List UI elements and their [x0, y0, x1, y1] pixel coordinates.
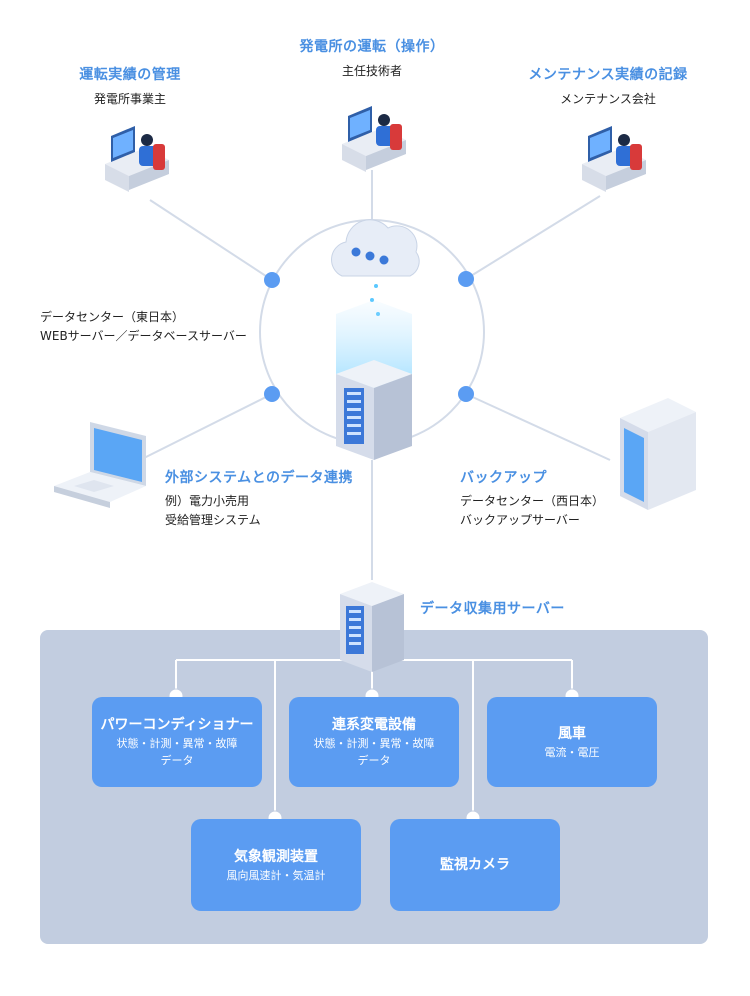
box-detail: 電流・電圧 [544, 745, 600, 759]
box-title: 連系変電設備 [332, 717, 416, 733]
backup-title: バックアップ [460, 470, 547, 486]
device-panel [40, 630, 708, 944]
spoke-top-left [149, 199, 273, 281]
box-title: 風車 [558, 725, 586, 742]
substation-box: 連系変電設備 状態・計測・異常・故障 データ [289, 697, 459, 787]
node-dot [264, 272, 280, 288]
box-detail: データ [357, 754, 391, 767]
management-role: 発電所事業主 [93, 92, 167, 106]
backup-server-label: バックアップサーバー [460, 513, 580, 527]
datacenter-east-servers: WEBサーバー／データベースサーバー [40, 329, 247, 343]
workstation-icon [105, 126, 169, 192]
operation-role: 主任技術者 [341, 64, 403, 78]
maintenance-role: メンテナンス会社 [560, 92, 656, 106]
external-link-title: 外部システムとのデータ連携 [165, 470, 353, 486]
datacenter-east-label: データセンター（東日本） [40, 310, 185, 324]
box-title: 気象観測装置 [234, 848, 318, 865]
management-title: 運転実績の管理 [79, 67, 181, 83]
weather-station-box: 気象観測装置 風向風速計・気温計 [191, 819, 361, 911]
cloud-server-icon [331, 219, 420, 460]
external-system: 受給管理システム [165, 513, 261, 527]
box-detail: データ [160, 754, 194, 767]
external-example: 例）電力小売用 [165, 494, 250, 508]
collection-server-icon [340, 582, 404, 672]
spoke-bottom-left [139, 393, 273, 461]
box-title: パワーコンディショナー [100, 717, 254, 733]
node-dot [458, 271, 474, 287]
collection-server-title: データ収集用サーバー [420, 601, 565, 617]
maintenance-title: メンテナンス実績の記録 [528, 67, 688, 83]
node-dot [264, 386, 280, 402]
node-dot [458, 386, 474, 402]
box-detail: 状態・計測・異常・故障 [116, 737, 238, 750]
spoke-bottom-right [465, 393, 611, 461]
box-detail: 風向風速計・気温計 [226, 868, 326, 882]
backup-datacenter: データセンター（西日本） [460, 494, 605, 508]
laptop-icon [54, 422, 146, 508]
operation-title: 発電所の運転（操作） [299, 39, 445, 55]
spoke-top-right [465, 195, 601, 280]
workstation-icon [342, 106, 406, 172]
box-title: 監視カメラ [440, 857, 510, 873]
box-detail: 状態・計測・異常・故障 [313, 737, 435, 750]
camera-box: 監視カメラ [390, 819, 560, 911]
backup-server-icon [620, 398, 696, 510]
wind-turbine-box: 風車 電流・電圧 [487, 697, 657, 787]
power-conditioner-box: パワーコンディショナー 状態・計測・異常・故障 データ [92, 697, 262, 787]
workstation-icon [582, 126, 646, 192]
